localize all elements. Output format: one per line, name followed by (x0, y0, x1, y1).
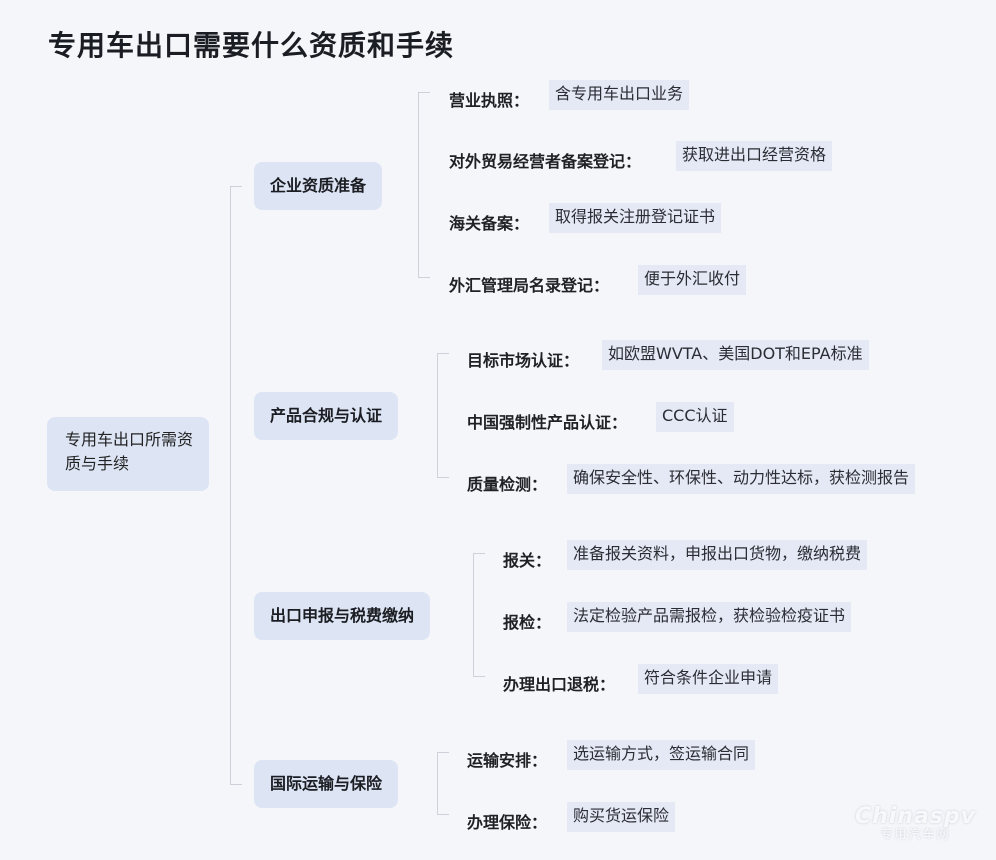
item-label: 办理保险： (467, 813, 548, 832)
item-desc: 确保安全性、环保性、动力性达标，获检测报告 (567, 464, 916, 494)
category-product-compliance: 产品合规与认证 (254, 392, 399, 440)
root-connector (230, 186, 242, 785)
item-desc: 含专用车出口业务 (549, 80, 690, 110)
item-desc: 获取进出口经营资格 (676, 141, 833, 171)
category-enterprise-qualification: 企业资质准备 (254, 162, 383, 210)
watermark-logo: Chinaspv 专用汽车网 (855, 804, 976, 842)
item-desc: 取得报关注册登记证书 (549, 203, 722, 233)
item-label: 质量检测： (467, 475, 548, 494)
item-desc: 准备报关资料，申报出口货物，缴纳税费 (567, 540, 868, 570)
item-desc: 如欧盟WVTA、美国DOT和EPA标准 (602, 340, 869, 370)
item-label: 报检： (503, 613, 552, 632)
root-node: 专用车出口所需资质与手续 (47, 417, 209, 491)
item-label: 中国强制性产品认证： (467, 413, 628, 432)
item-desc: 购买货运保险 (567, 802, 676, 832)
item-label: 海关备案： (449, 214, 530, 233)
category-international-transport: 国际运输与保险 (254, 760, 399, 808)
watermark-brand: Chinaspv (854, 804, 976, 829)
item-label: 办理出口退税： (503, 675, 616, 694)
item-label: 报关： (503, 551, 552, 570)
item-label: 目标市场认证： (467, 351, 580, 370)
page-title: 专用车出口需要什么资质和手续 (48, 29, 455, 62)
item-label: 外汇管理局名录登记： (449, 276, 610, 295)
watermark-sub: 专用汽车网 (880, 827, 951, 841)
item-desc: 法定检验产品需报检，获检验检疫证书 (567, 602, 852, 632)
category-2-connector (437, 353, 449, 478)
item-desc: 符合条件企业申请 (638, 664, 779, 694)
category-export-declaration: 出口申报与税费缴纳 (254, 592, 431, 640)
item-desc: 选运输方式，签运输合同 (567, 740, 756, 770)
category-1-connector (418, 92, 430, 278)
category-4-connector (437, 752, 449, 815)
item-label: 运输安排： (467, 751, 548, 770)
item-desc: 便于外汇收付 (638, 265, 747, 295)
item-label: 对外贸易经营者备案登记： (449, 152, 642, 171)
category-3-connector (473, 553, 485, 677)
item-label: 营业执照： (449, 91, 530, 110)
item-desc: CCC认证 (656, 402, 734, 432)
